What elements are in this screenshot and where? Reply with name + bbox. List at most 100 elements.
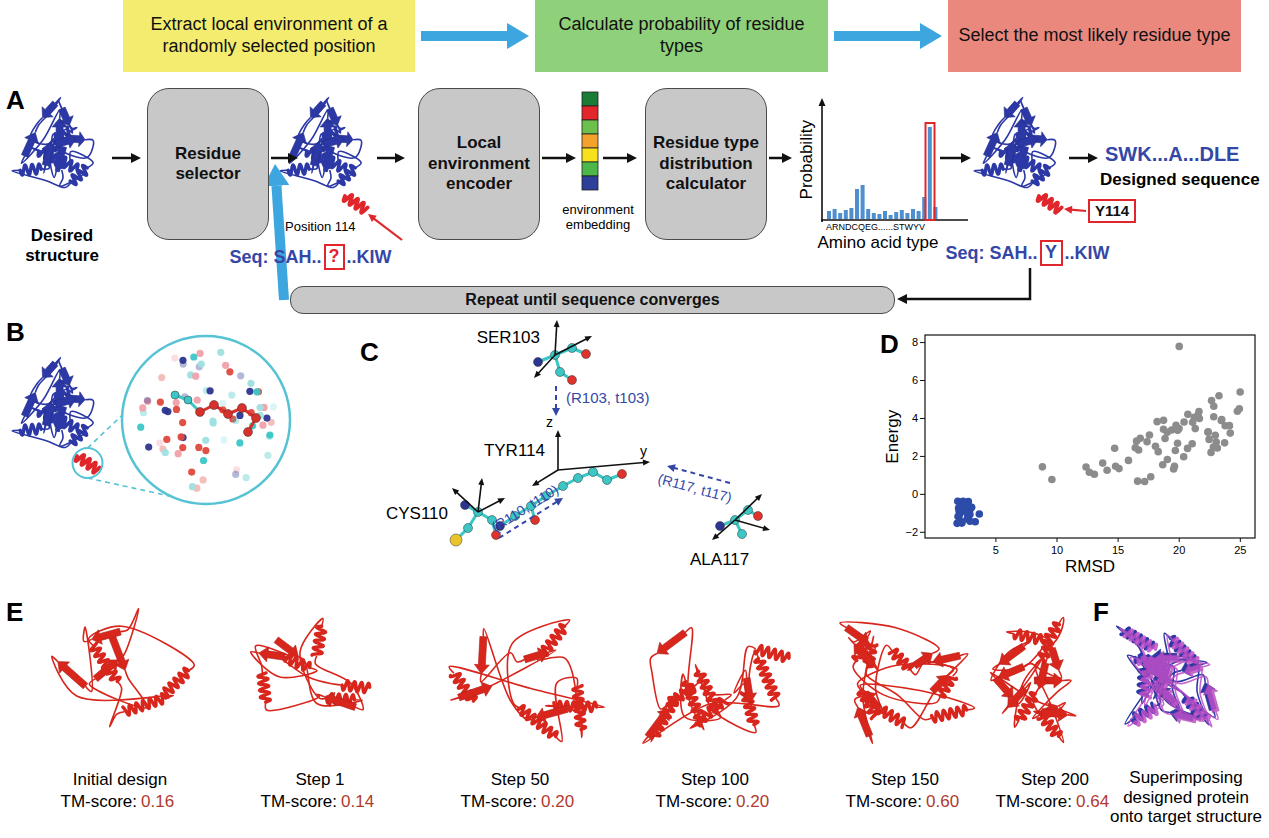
- atom: [568, 376, 577, 385]
- helix: [20, 424, 41, 435]
- node-text: ?: [329, 246, 340, 268]
- atom: [738, 530, 747, 539]
- strand: [474, 636, 489, 673]
- tick-label: 4: [912, 412, 918, 425]
- atom: [256, 404, 263, 411]
- arrow-head: [288, 153, 298, 163]
- frame-axis: [478, 498, 505, 512]
- arrow-head: [961, 153, 971, 163]
- frame-transform: (R117, t117): [656, 470, 733, 505]
- axis-line: [819, 98, 826, 222]
- axis-title: Probability: [797, 120, 817, 199]
- atom: [173, 399, 180, 406]
- data-point: [1146, 431, 1154, 439]
- atom: [192, 373, 199, 380]
- atom: [270, 403, 277, 410]
- arrow-head: [131, 153, 141, 163]
- node-text: Calculate probability of residue types: [545, 14, 818, 57]
- atom: [171, 391, 179, 399]
- process-box: Local environment encoder: [418, 88, 540, 240]
- flow-arrow: [603, 153, 637, 163]
- tick-mark: [920, 418, 925, 419]
- score-label: TM-score:: [61, 792, 138, 812]
- arrow-head: [478, 478, 484, 485]
- tick-label: 15: [1112, 544, 1124, 557]
- atom: [603, 476, 612, 485]
- protein-cartoon: [974, 97, 1062, 212]
- strand: [1034, 662, 1049, 688]
- helix: [1015, 693, 1036, 720]
- score-value: 0.60: [926, 792, 959, 812]
- atom: [464, 524, 473, 533]
- atom: [175, 450, 182, 457]
- arrow-shaft: [735, 520, 764, 528]
- arrow-shaft: [1069, 157, 1089, 160]
- probability-bar: [928, 127, 932, 219]
- arrow-shaft: [821, 105, 823, 222]
- embedding-cell: [582, 120, 598, 134]
- sequence-caption: Designed sequence: [1100, 170, 1260, 190]
- helix: [573, 686, 586, 730]
- protein-cartoon: [449, 620, 604, 742]
- data-point: [1205, 436, 1213, 444]
- connector: [276, 186, 284, 300]
- frame-transform: (R103, t103): [566, 389, 649, 406]
- data-point: [1141, 478, 1149, 486]
- atom: [145, 443, 152, 450]
- residue-name: TYR114: [484, 441, 545, 461]
- strand: [59, 107, 74, 125]
- atom: [198, 360, 205, 367]
- pointer-arrow: [1064, 206, 1086, 214]
- strand: [324, 692, 356, 710]
- atom: [246, 388, 253, 395]
- arrow-shaft: [906, 268, 1030, 299]
- data-point: [1214, 444, 1222, 452]
- protein-cartoon: [12, 357, 100, 472]
- sequence-text: ..KIW: [1065, 243, 1110, 264]
- atom: [226, 368, 233, 375]
- atom: [224, 410, 233, 419]
- strand: [42, 402, 57, 426]
- data-point: [1134, 477, 1142, 485]
- probability-bar: [917, 211, 921, 219]
- atom: [236, 412, 243, 419]
- data-point: [1221, 439, 1229, 447]
- atom: [196, 408, 205, 417]
- probability-bar: [889, 215, 893, 219]
- probability-bar: [894, 212, 898, 219]
- strand: [983, 132, 1000, 157]
- data-point: [1204, 428, 1212, 436]
- sequence-text: ..KIW: [347, 247, 392, 268]
- arrow-shaft: [271, 157, 289, 160]
- flow-arrow: [112, 153, 141, 163]
- data-point: [1082, 463, 1090, 471]
- step-title: Step 100: [681, 770, 749, 790]
- arrow-shaft: [555, 326, 557, 355]
- loop: [991, 641, 1030, 680]
- arrow-head: [1064, 206, 1072, 214]
- strand: [323, 134, 344, 149]
- arrow-shaft: [542, 157, 567, 160]
- step-title: Step 1: [295, 770, 344, 790]
- data-point: [1215, 392, 1223, 400]
- axis-title: Energy: [883, 410, 903, 464]
- atom: [179, 419, 186, 426]
- node-text: Residue type distribution calculator: [649, 133, 763, 194]
- atom: [158, 374, 165, 381]
- selected-residue-box: Y: [1040, 240, 1063, 266]
- axis-name: y: [640, 443, 647, 459]
- helix: [1038, 195, 1062, 213]
- strand: [55, 394, 76, 409]
- flow-arrow: [542, 153, 576, 163]
- position-label: Position 114: [285, 220, 356, 235]
- tick-mark: [920, 380, 925, 381]
- panel-letter: F: [1093, 598, 1109, 628]
- data-point: [1172, 447, 1180, 455]
- frame-axis: [534, 355, 555, 378]
- flow-arrow: [769, 153, 792, 163]
- strand: [1004, 142, 1019, 166]
- probability-bar: [883, 211, 887, 219]
- strand: [912, 652, 932, 669]
- strand: [59, 367, 74, 385]
- atom: [244, 428, 253, 437]
